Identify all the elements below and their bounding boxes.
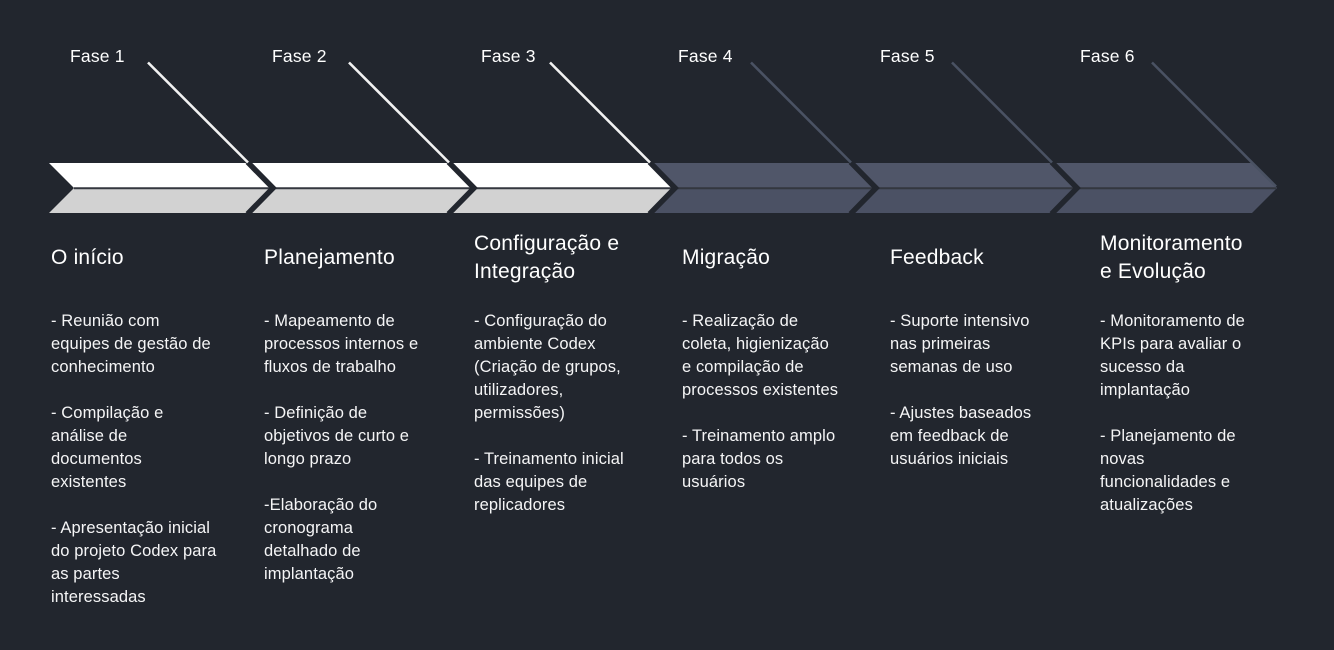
phase-bullets: - Realização de coleta, higienização e c… <box>682 310 887 494</box>
phase-3-connector-line <box>549 61 651 164</box>
phase-2-connector-line <box>348 61 450 164</box>
phase-bullet: - Planejamento de novas funcionalidades … <box>1100 427 1236 514</box>
phase-title: Feedback <box>890 246 984 269</box>
phase-label-4: Fase 4 <box>678 46 733 66</box>
phase-bullets: - Monitoramento de KPIs para avaliar o s… <box>1100 310 1305 517</box>
phase-column-6: Monitoramento e Evolução - Monitoramento… <box>1100 230 1305 540</box>
phase-label-6: Fase 6 <box>1080 46 1135 66</box>
segment-gap-2 <box>446 160 478 216</box>
phase-bullets: - Mapeamento de processos internos e flu… <box>264 310 469 586</box>
phase-bullet: - Definição de objetivos de curto e long… <box>264 404 410 468</box>
phase-label-2: Fase 2 <box>272 46 327 66</box>
phase-column-2: Planejamento - Mapeamento de processos i… <box>264 230 469 609</box>
phase-6-connector-line <box>1151 61 1277 188</box>
phase-bullet: - Suporte intensivo nas primeiras semana… <box>890 312 1030 376</box>
segment-gap-3 <box>647 160 679 216</box>
phase-column-4: Migração - Realização de coleta, higieni… <box>682 230 887 517</box>
phase-bullet: - Configuração do ambiente Codex (Criaçã… <box>474 312 621 422</box>
phase-title: Migração <box>682 246 770 269</box>
segment-gap-5 <box>1049 160 1081 216</box>
phase-column-5: Feedback - Suporte intensivo nas primeir… <box>890 230 1095 494</box>
phase-bullet: - Realização de coleta, higienização e c… <box>682 312 839 399</box>
phase-title: Configuração e Integração <box>474 232 620 283</box>
phase-bullet: - Reunião com equipes de gestão de conhe… <box>51 312 211 376</box>
phase-bullet: - Treinamento amplo para todos os usuári… <box>682 427 836 491</box>
phase-bullet: - Mapeamento de processos internos e flu… <box>264 312 419 376</box>
phase-1-connector-line <box>147 61 249 164</box>
phase-label-1: Fase 1 <box>70 46 125 66</box>
phase-bullet: - Apresentação inicial do projeto Codex … <box>51 519 217 606</box>
segment-gap-4 <box>848 160 880 216</box>
phase-bullets: - Suporte intensivo nas primeiras semana… <box>890 310 1095 471</box>
phase-bullet: - Treinamento inicial das equipes de rep… <box>474 450 624 514</box>
band-dark-bottom-half <box>651 188 1277 213</box>
phase-column-3: Configuração e Integração - Configuração… <box>474 230 679 540</box>
phase-title: O início <box>51 246 124 269</box>
phase-bullets: - Configuração do ambiente Codex (Criaçã… <box>474 310 679 517</box>
band-dark-top-half <box>651 163 1277 188</box>
phase-5-connector-line <box>951 61 1053 164</box>
phase-4-connector-line <box>750 61 852 164</box>
phase-bullet: - Monitoramento de KPIs para avaliar o s… <box>1100 312 1245 399</box>
band-light-top-half <box>49 163 675 188</box>
band-light-bottom-half <box>49 188 675 213</box>
segment-gap-1 <box>245 160 277 216</box>
phase-bullets: - Reunião com equipes de gestão de conhe… <box>51 310 256 609</box>
phase-title: Planejamento <box>264 246 395 269</box>
phase-bullet: - Compilação e análise de documentos exi… <box>51 404 164 491</box>
phase-label-3: Fase 3 <box>481 46 536 66</box>
phase-column-1: O início - Reunião com equipes de gestão… <box>51 230 256 632</box>
phase-label-5: Fase 5 <box>880 46 935 66</box>
phase-title: Monitoramento e Evolução <box>1100 232 1243 283</box>
phase-bullet: -Elaboração do cronograma detalhado de i… <box>264 496 378 583</box>
phase-bullet: - Ajustes baseados em feedback de usuári… <box>890 404 1032 468</box>
